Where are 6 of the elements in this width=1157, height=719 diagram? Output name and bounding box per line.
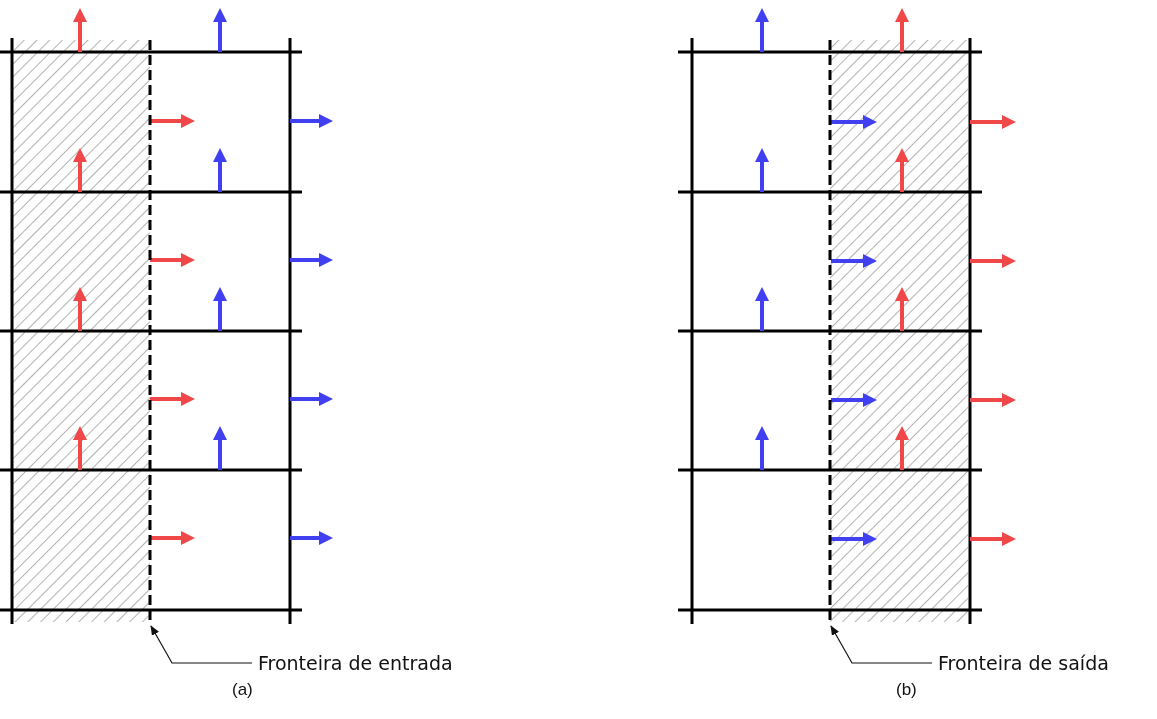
boundary-label: Fronteira de saída [938, 652, 1109, 674]
boundary-label: Fronteira de entrada [258, 652, 453, 674]
panel-caption: (b) [896, 680, 917, 700]
leader-line [830, 625, 933, 664]
panel-caption: (a) [232, 680, 253, 700]
leader-line [150, 625, 253, 664]
